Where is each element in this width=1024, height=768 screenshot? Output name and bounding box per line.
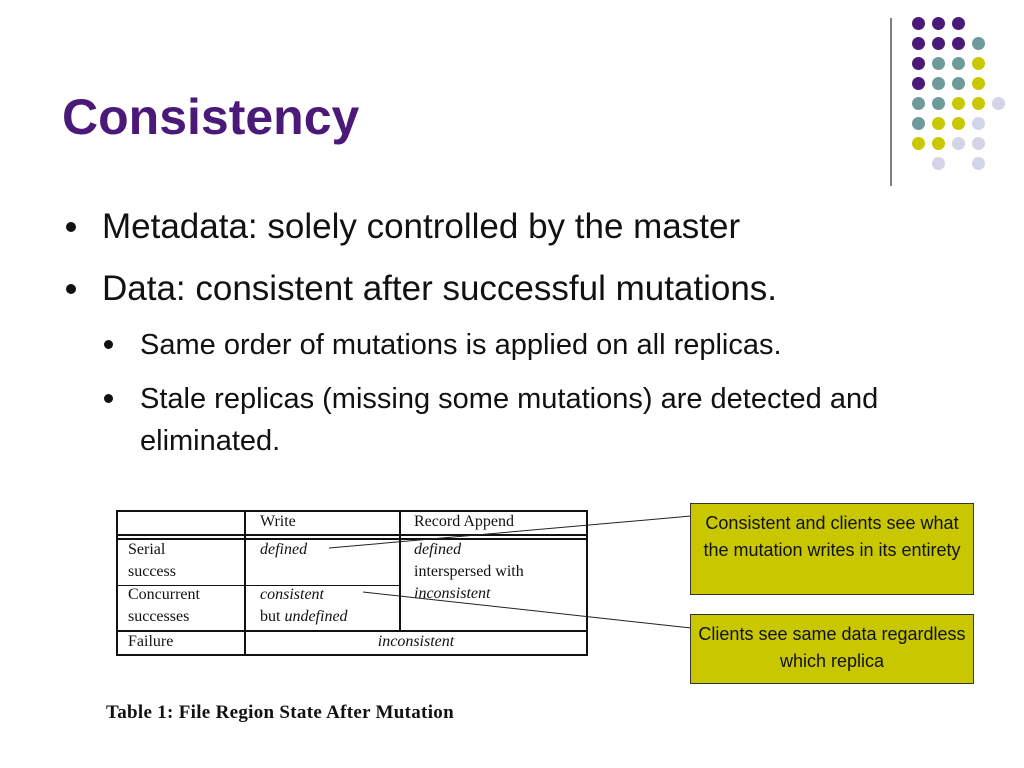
dot (972, 57, 985, 70)
table-rule (116, 585, 400, 586)
row-label: Failure (128, 633, 174, 650)
dot (912, 117, 925, 130)
dot (972, 117, 985, 130)
dot (972, 37, 985, 50)
dot (992, 97, 1005, 110)
table-rule (116, 654, 588, 656)
decorative-dot-grid (0, 0, 1024, 200)
dot (932, 17, 945, 30)
bullet-text: Data: consistent after successful mutati… (102, 269, 778, 308)
table-header-write: Write (260, 513, 296, 530)
mutation-state-table: Write Record Append Serial success defin… (116, 510, 588, 656)
dot (912, 37, 925, 50)
dot (932, 37, 945, 50)
dot (952, 137, 965, 150)
dot (912, 17, 925, 30)
bullet-dot-icon (104, 340, 113, 349)
row-label: successes (128, 608, 190, 625)
decorative-divider (890, 18, 892, 186)
table-cell-text: undefined (284, 608, 348, 625)
table-cell: interspersed with (414, 563, 524, 580)
dot (952, 77, 965, 90)
table-cell: but undefined (260, 606, 348, 628)
table-caption: Table 1: File Region State After Mutatio… (106, 702, 454, 723)
bullet-dot-icon (66, 284, 76, 294)
table-cell: inconsistent (377, 633, 455, 650)
dot (912, 97, 925, 110)
table-cell: inconsistent (414, 585, 491, 602)
dot (912, 77, 925, 90)
callout-consistent-defined: Consistent and clients see what the muta… (690, 503, 974, 595)
dot (932, 157, 945, 170)
dot (972, 97, 985, 110)
bullet-text: Metadata: solely controlled by the maste… (102, 207, 741, 246)
sub-bullet-text: Stale replicas (missing some mutations) … (140, 383, 879, 457)
table-cell-text: but (260, 608, 281, 625)
dot (952, 17, 965, 30)
dot (952, 37, 965, 50)
dot (932, 117, 945, 130)
dot (972, 77, 985, 90)
dot (972, 137, 985, 150)
row-label: Serial (128, 541, 166, 558)
dot (912, 57, 925, 70)
bullet-dot-icon (104, 394, 113, 403)
dot (932, 97, 945, 110)
dot (932, 137, 945, 150)
table-rule (116, 630, 588, 632)
row-label: success (128, 563, 176, 580)
dot (932, 57, 945, 70)
table-cell: consistent (260, 586, 324, 603)
table-rule (586, 510, 588, 656)
dot (972, 157, 985, 170)
table-rule (244, 510, 246, 656)
table-rule (399, 510, 401, 631)
dot (952, 57, 965, 70)
bullet-dot-icon (66, 222, 76, 232)
table-rule (116, 510, 118, 656)
dot (952, 97, 965, 110)
table-header-record-append: Record Append (414, 513, 514, 530)
table-rule (116, 534, 588, 536)
dot (912, 137, 925, 150)
dot (952, 117, 965, 130)
dot (932, 77, 945, 90)
table-cell: defined (260, 541, 308, 558)
sub-bullet-text: Same order of mutations is applied on al… (140, 329, 782, 361)
slide-title: Consistency (62, 89, 360, 145)
row-label: Concurrent (128, 586, 200, 603)
table-rule (116, 538, 588, 540)
callout-consistent: Clients see same data regardless which r… (690, 614, 974, 684)
table-rule (116, 510, 588, 512)
table-cell: defined (414, 541, 462, 558)
